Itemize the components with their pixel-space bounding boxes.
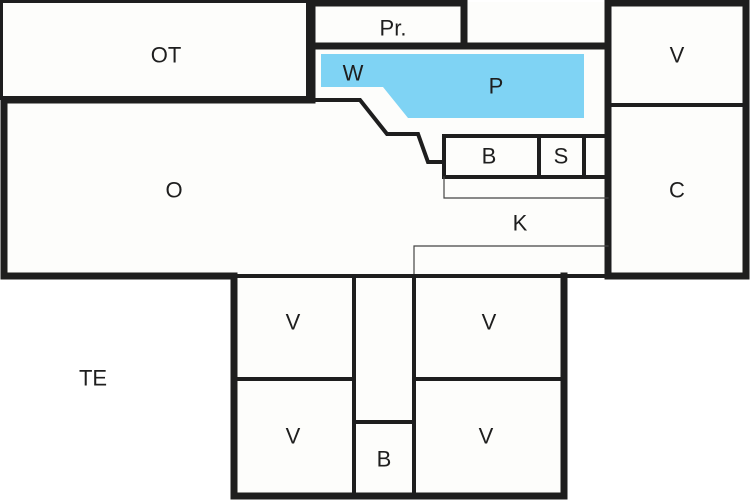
counter-upper [443,176,609,199]
label-p: P [489,74,504,99]
label-k: K [513,211,528,236]
label-s: S [554,144,569,169]
wall-o-outer [0,96,316,280]
wall-angled [310,98,446,164]
label-b-lower: B [377,447,392,472]
room-pr [316,6,462,46]
label-o: O [165,178,182,203]
label-b-upper: B [482,144,497,169]
label-w: W [343,61,364,86]
pool-shape [321,54,584,118]
room-right-column [612,6,744,276]
room-ot [2,2,308,98]
room-bottom-block [234,278,564,496]
label-ot: OT [151,43,182,68]
label-te: TE [79,366,107,391]
wall-b-s-box [442,134,610,179]
counter-lower [413,245,609,277]
label-c: C [669,178,685,203]
room-top-open [468,2,608,44]
label-v-br-upper: V [482,310,497,335]
label-v-br-lower: V [479,424,494,449]
label-v-bl-upper: V [286,310,301,335]
wall-pr [308,0,468,104]
label-pr: Pr. [380,16,407,41]
label-v-bl-lower: V [286,424,301,449]
label-v-top-right: V [670,43,685,68]
wall-bottom-block [230,272,568,500]
